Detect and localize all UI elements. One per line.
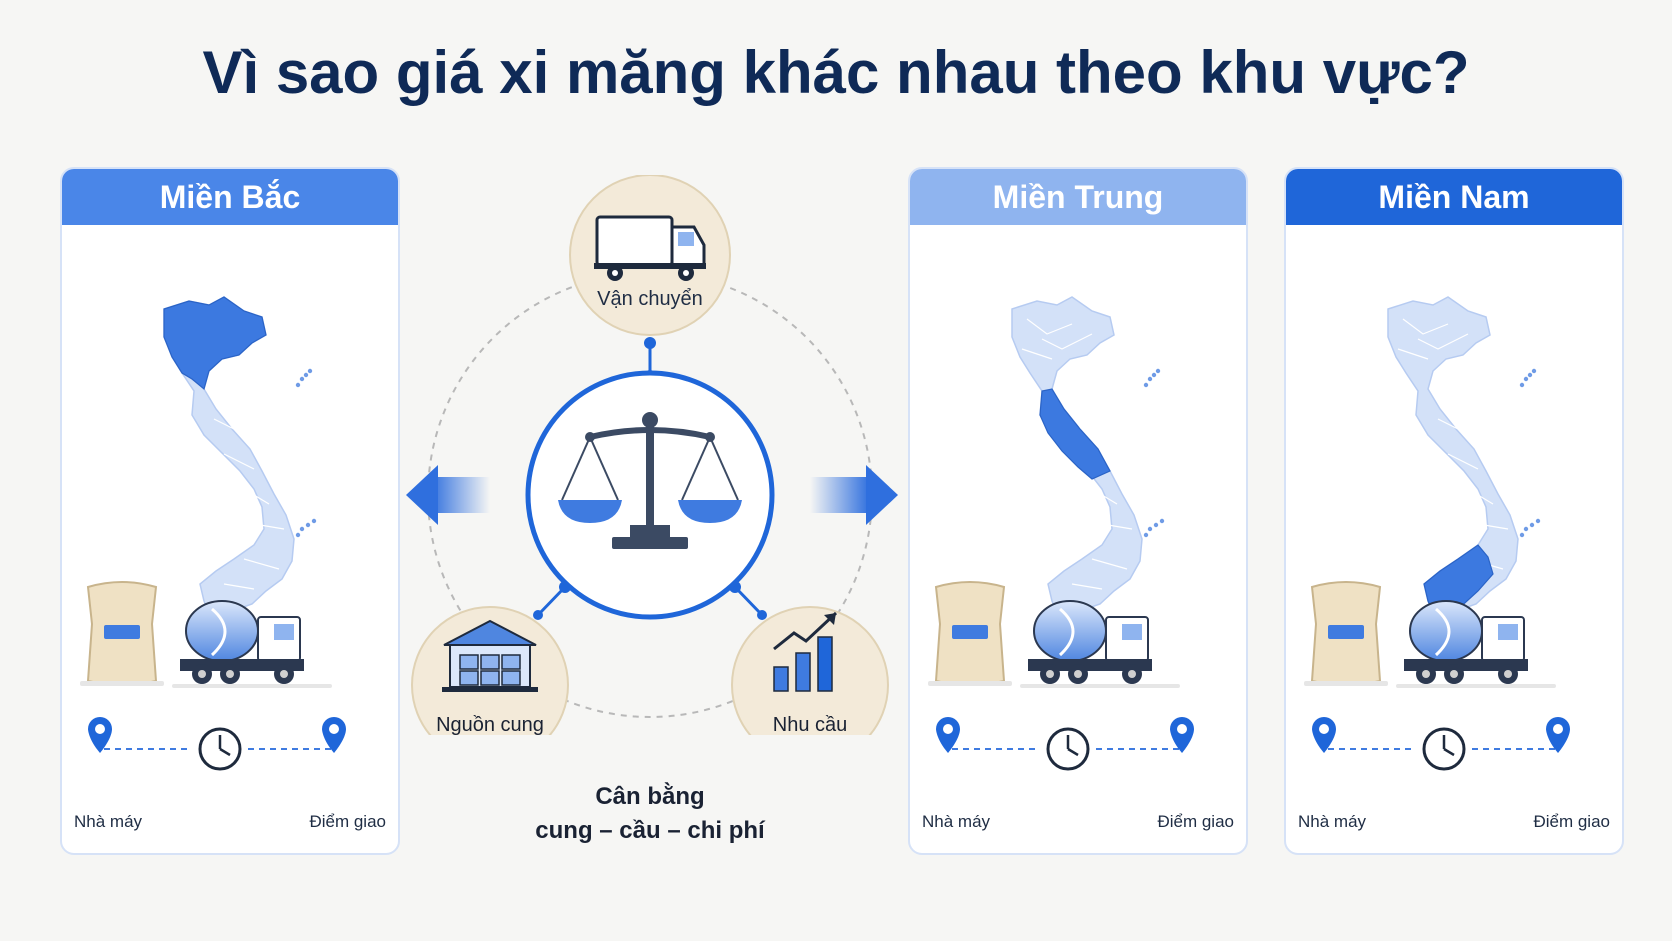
location-pin-icon (1170, 717, 1194, 753)
region-illustration (928, 296, 1194, 771)
region-title: Miền Bắc (62, 169, 398, 225)
map-country (1387, 296, 1519, 629)
delivery-label: Điểm giao (1533, 812, 1610, 831)
vietnam-map (163, 296, 295, 629)
map-highlight (163, 296, 267, 391)
scale-icon (558, 412, 742, 549)
truck-icon (594, 215, 706, 281)
factory-label: Nhà máy (74, 812, 143, 831)
balance-line-1: Cân bằng (595, 783, 705, 810)
balance-caption: Cân bằng cung – cầu – chi phí (480, 780, 820, 848)
arrow-right-icon (810, 465, 898, 525)
delivery-label: Điểm giao (309, 812, 386, 831)
mixer-truck-icon (1020, 600, 1180, 688)
vietnam-map (1387, 296, 1519, 629)
growth-chart-icon (773, 611, 838, 692)
route-line (936, 717, 1194, 771)
mixer-truck-icon (172, 600, 332, 688)
clock-icon (1422, 727, 1466, 771)
region-title: Miền Nam (1286, 169, 1622, 225)
connector (536, 585, 567, 617)
clock-icon (1046, 727, 1090, 771)
clock-icon (198, 727, 242, 771)
sea-marks (295, 368, 317, 538)
region-illustration (80, 296, 346, 771)
sea-marks (1519, 368, 1541, 538)
demand-label: Nhu cầu (772, 714, 848, 736)
cement-bag-icon (928, 581, 1012, 686)
location-pin-icon (936, 717, 960, 753)
region-panel-north: Miền Bắc Nhà máy Điểm giao (60, 167, 400, 855)
balance-line-2: cung – cầu – chi phí (535, 817, 765, 844)
location-pin-icon (322, 717, 346, 753)
warehouse-icon (442, 619, 538, 692)
sea-marks (1143, 368, 1165, 538)
factory-label: Nhà máy (922, 812, 991, 831)
region-illustration (1304, 296, 1570, 771)
page-title: Vì sao giá xi măng khác nhau theo khu vự… (202, 39, 1470, 106)
location-pin-icon (1546, 717, 1570, 753)
factory-label: Nhà máy (1298, 812, 1367, 831)
map-highlight (1039, 388, 1111, 480)
location-pin-icon (88, 717, 112, 753)
arrow-left-icon (406, 465, 490, 525)
cement-bag-icon (1304, 581, 1388, 686)
vietnam-map (1011, 296, 1143, 629)
balance-diagram (406, 175, 898, 735)
location-pin-icon (1312, 717, 1336, 753)
route-line (88, 717, 346, 771)
delivery-label: Điểm giao (1157, 812, 1234, 831)
region-panel-south: Miền Nam Nhà máy Điểm giao (1284, 167, 1624, 855)
route-line (1312, 717, 1570, 771)
mixer-truck-icon (1396, 600, 1556, 688)
transport-label: Vận chuyển (597, 288, 703, 310)
cement-bag-icon (80, 581, 164, 686)
region-title: Miền Trung (910, 169, 1246, 225)
connector (733, 585, 764, 617)
region-panel-central: Miền Trung Nhà máy Điểm giao (908, 167, 1248, 855)
supply-label: Nguồn cung (436, 714, 544, 736)
